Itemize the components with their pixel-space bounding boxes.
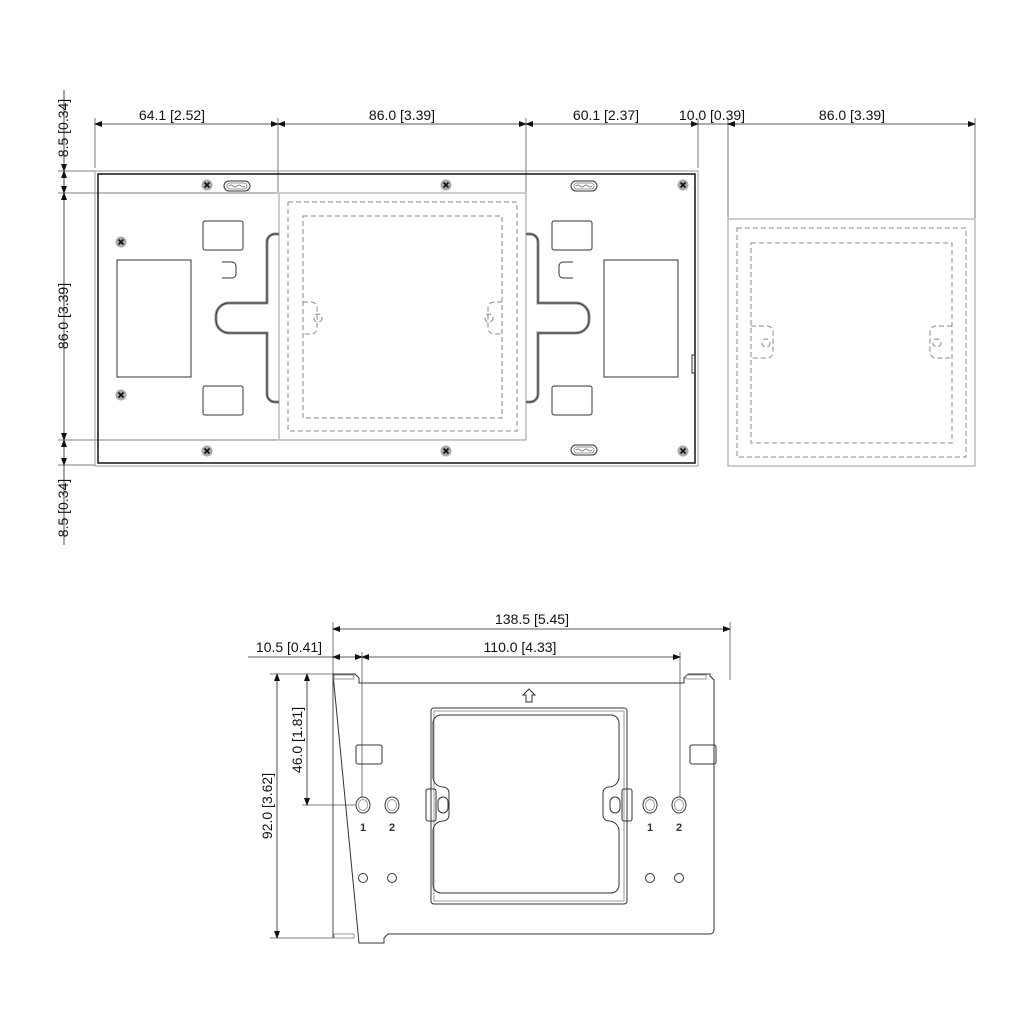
bracket-frame <box>425 707 633 905</box>
left-terminal-holes: 1 2 <box>355 796 400 834</box>
slot-icon <box>570 444 598 456</box>
top-horizontal-dimensions: 64.1 [2.52] 86.0 [3.39] 60.1 [2.37] 10.0… <box>94 107 976 218</box>
dim-edge-offset: 10.5 [0.41] <box>256 639 322 655</box>
side-box <box>727 218 976 467</box>
center-box-outline <box>278 192 527 441</box>
right-window <box>603 259 679 378</box>
dim-gap-width: 10.0 [0.39] <box>679 107 745 123</box>
dim-side-box-width: 86.0 [3.39] <box>819 107 885 123</box>
dim-bottom-margin: 8.5 [0.34] <box>55 479 71 537</box>
dim-height: 92.0 [3.62] <box>259 773 275 839</box>
dim-box-height: 86.0 [3.39] <box>55 283 71 349</box>
bracket-dimensions: 138.5 [5.45] 10.5 [0.41] 110.0 [4.33] 92… <box>248 611 731 939</box>
screw-icon <box>200 444 214 458</box>
dim-box-width: 86.0 [3.39] <box>369 107 435 123</box>
screw-icon <box>439 444 453 458</box>
hole-label-1: 1 <box>647 822 653 834</box>
up-arrow-icon <box>521 688 537 703</box>
screw-icon <box>676 444 690 458</box>
screw-icon <box>114 388 128 402</box>
dim-right-width: 60.1 [2.37] <box>573 107 639 123</box>
screw-icon <box>200 178 214 192</box>
screw-icon <box>676 178 690 192</box>
screw-icon <box>114 235 128 249</box>
top-vertical-dimensions: 8.5 [0.34] 86.0 [3.39] 8.5 [0.34] <box>55 90 278 545</box>
dim-half-height: 46.0 [1.81] <box>289 707 305 773</box>
slot-icon <box>223 180 251 192</box>
right-terminal-holes: 1 2 <box>642 796 687 834</box>
dim-hole-spacing: 110.0 [4.33] <box>484 639 557 655</box>
main-panel <box>94 170 699 467</box>
right-rail <box>526 232 591 404</box>
left-window <box>116 259 192 378</box>
hole-label-2: 2 <box>389 822 395 834</box>
dim-top-margin: 8.5 [0.34] <box>55 99 71 157</box>
slot-icon <box>570 180 598 192</box>
screw-icon <box>439 178 453 192</box>
dim-overall-width: 138.5 [5.45] <box>495 611 569 627</box>
hole-label-2: 2 <box>676 822 682 834</box>
bracket-plate: 1 2 1 2 <box>332 673 717 944</box>
left-rail <box>214 232 279 404</box>
dim-left-width: 64.1 [2.52] <box>139 107 205 123</box>
hole-label-1: 1 <box>360 822 366 834</box>
